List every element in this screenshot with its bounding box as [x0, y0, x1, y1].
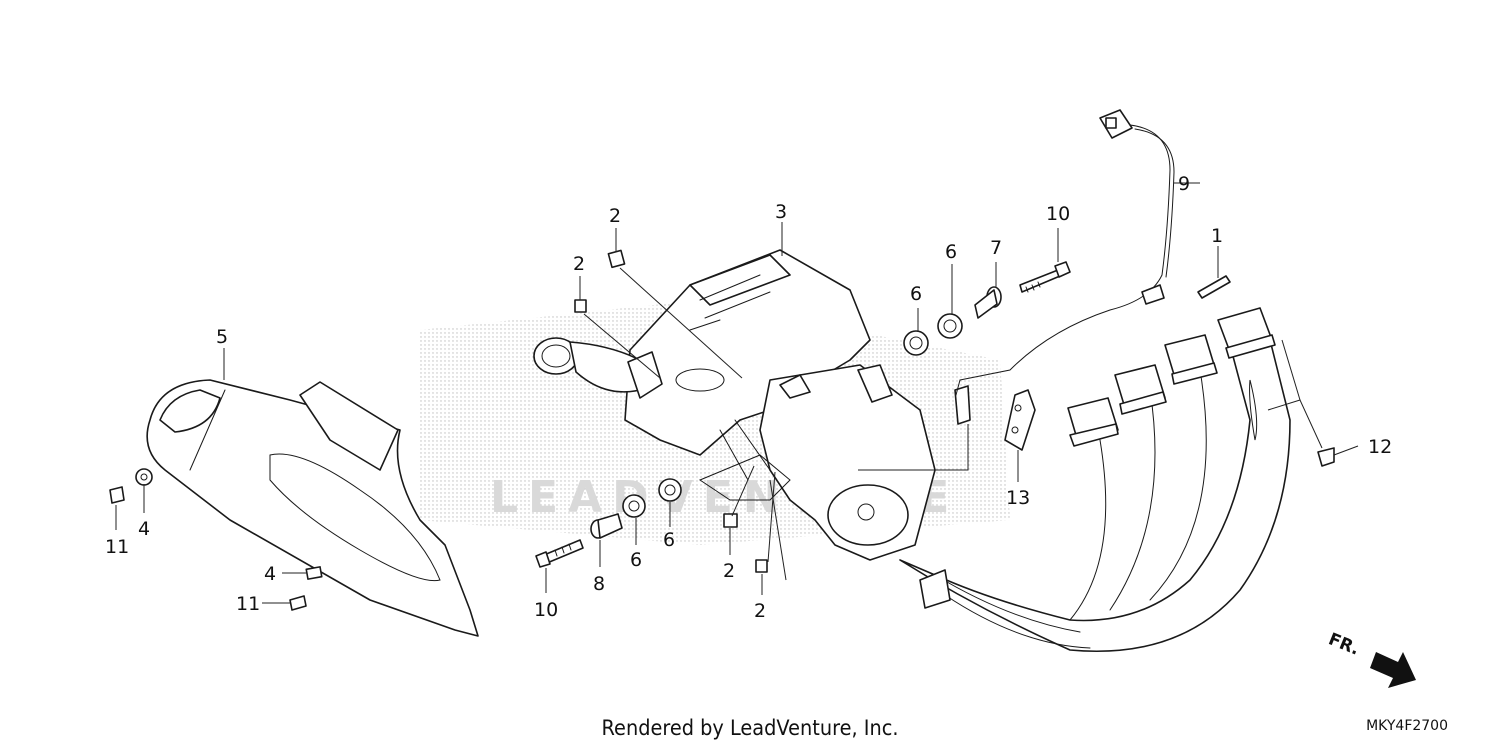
screw-11-lower	[289, 595, 307, 611]
header-port-3	[1164, 334, 1218, 385]
nut-2-lower-a	[723, 513, 738, 528]
exhaust-gasket	[1197, 275, 1231, 299]
callout-2-left: 2	[573, 253, 585, 275]
callout-2-lower-b: 2	[754, 600, 766, 622]
callout-11-lower: 11	[236, 593, 260, 615]
rubber-grommet-lower-2	[658, 478, 682, 502]
callout-1: 1	[1211, 225, 1223, 247]
callout-11-upper: 11	[105, 536, 129, 558]
exhaust-headers	[899, 339, 1291, 653]
callout-7: 7	[990, 237, 1002, 259]
flange-bolt-upper	[1019, 261, 1071, 293]
callout-4-lower: 4	[264, 563, 276, 585]
callout-12: 12	[1368, 436, 1392, 458]
header-port-4	[1217, 307, 1276, 359]
callout-6-upper-a: 6	[910, 283, 922, 305]
callout-10-lower: 10	[534, 599, 558, 621]
front-arrow-label: FR.	[1325, 629, 1362, 659]
callout-4-upper: 4	[138, 518, 150, 540]
callout-5: 5	[216, 326, 228, 348]
nut-2-top	[607, 249, 626, 269]
callout-13: 13	[1006, 487, 1030, 509]
muffler	[146, 379, 479, 637]
clip-12	[1317, 447, 1335, 467]
callout-9: 9	[1178, 173, 1190, 195]
render-credit: Rendered by LeadVenture, Inc.	[601, 716, 899, 740]
header-port-1	[1067, 397, 1119, 447]
collar-upper	[974, 286, 1002, 319]
washer-4-lower	[305, 566, 323, 580]
callout-2-lower-a: 2	[723, 560, 735, 582]
front-direction-indicator: FR.	[1325, 629, 1416, 688]
callout-8: 8	[593, 573, 605, 595]
callout-10-upper: 10	[1046, 203, 1070, 225]
catalytic-chamber	[698, 364, 936, 561]
rubber-grommet-lower-1	[622, 494, 646, 518]
collar-lower	[590, 513, 623, 539]
inlet-pipe	[533, 337, 663, 399]
heat-shield	[624, 249, 871, 481]
callout-6-upper-b: 6	[945, 241, 957, 263]
callout-6-lower-b: 6	[663, 529, 675, 551]
flange-bolt-lower	[535, 539, 584, 568]
pipe-joint-clamp	[919, 569, 951, 609]
leader-lines	[115, 182, 1359, 604]
rubber-grommet-upper-1	[937, 313, 963, 339]
callout-2-top: 2	[609, 205, 621, 227]
diagram-code: MKY4F2700	[1366, 718, 1448, 734]
nut-2-left	[574, 299, 587, 313]
washer-4-upper	[135, 468, 153, 486]
o2-sensor-wire	[954, 109, 1175, 425]
callout-3: 3	[775, 201, 787, 223]
nut-2-lower-b	[755, 559, 768, 573]
header-port-2	[1114, 364, 1167, 415]
front-arrow-icon	[1370, 652, 1416, 688]
screw-11-upper	[109, 486, 125, 504]
rubber-grommet-upper-2	[903, 330, 929, 356]
sensor-bracket	[1004, 389, 1036, 451]
callout-6-lower-a: 6	[630, 549, 642, 571]
